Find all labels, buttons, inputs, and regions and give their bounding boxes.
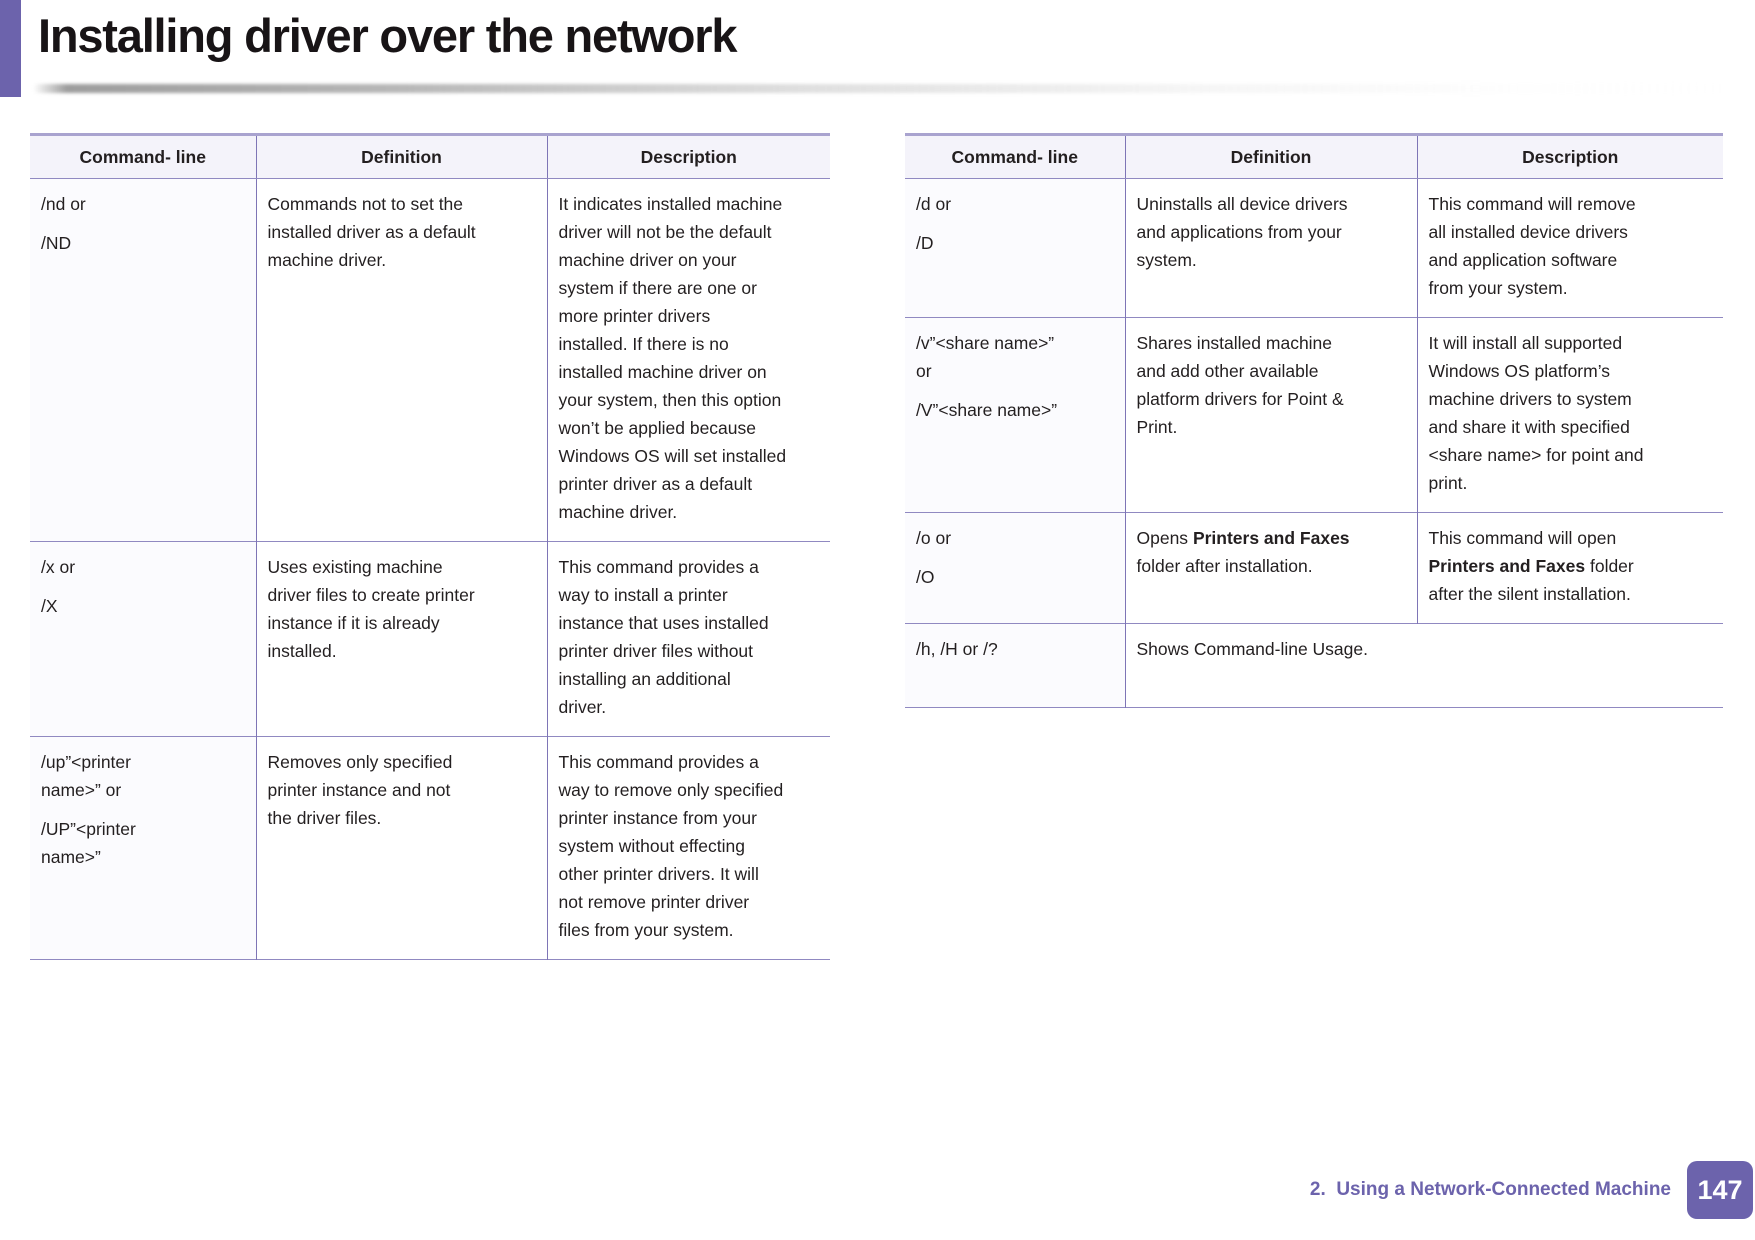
command-cell: /o or/O <box>905 512 1125 624</box>
column-header: Description <box>1416 134 1723 179</box>
definition-cell: Uses existing machine driver files to cr… <box>255 541 547 737</box>
table-row: /up”<printer name>” or/UP”<printer name>… <box>30 736 830 960</box>
table-row: /v”<share name>” or/V”<share name>”Share… <box>905 317 1723 513</box>
footer-section-label: 2. Using a Network-Connected Machine <box>1309 1179 1671 1200</box>
definition-cell: Uninstalls all device drivers and applic… <box>1124 178 1417 318</box>
title-divider-shadow <box>33 84 1725 93</box>
description-cell: It indicates installed machine driver wi… <box>546 178 830 542</box>
command-cell: /d or/D <box>905 178 1125 318</box>
command-cell: /h, /H or /? <box>905 623 1125 708</box>
command-text: /up”<printer name>” or <box>41 752 131 800</box>
description-cell: This command provides a way to install a… <box>546 541 830 737</box>
page-title: Installing driver over the network <box>38 9 738 62</box>
command-text: /d or <box>916 194 952 214</box>
command-cell: /nd or/ND <box>30 178 256 542</box>
command-text: /v”<share name>” or <box>916 333 1055 381</box>
column-header: Command- line <box>905 134 1125 179</box>
description-cell: It will install all supported Windows OS… <box>1416 317 1723 513</box>
definition-cell: Opens Printers and Faxes folder after in… <box>1124 512 1417 624</box>
definition-cell: Removes only specified printer instance … <box>255 736 547 960</box>
column-header: Command- line <box>30 134 256 179</box>
description-cell: This command provides a way to remove on… <box>546 736 830 960</box>
definition-cell: Commands not to set the installed driver… <box>255 178 547 542</box>
table-row: /h, /H or /? Shows Command-line Usage. <box>905 623 1723 708</box>
page-footer: 2. Using a Network-Connected Machine 147 <box>1310 1160 1755 1220</box>
command-text: /x or <box>41 557 76 577</box>
command-text: /D <box>916 233 934 253</box>
command-text: /V”<share name>” <box>916 400 1058 420</box>
command-text: /UP”<printer name>” <box>41 819 136 867</box>
command-text: /ND <box>41 233 72 253</box>
command-text: /X <box>41 596 58 616</box>
column-header: Definition <box>1124 134 1417 179</box>
definition-cell: Shows Command-line Usage. <box>1124 623 1723 708</box>
command-text: /nd or <box>41 194 86 214</box>
page-number-badge: 147 <box>1687 1161 1753 1219</box>
command-text: /o or <box>916 528 952 548</box>
description-cell: This command will open Printers and Faxe… <box>1416 512 1723 624</box>
command-cell: /v”<share name>” or/V”<share name>” <box>905 317 1125 513</box>
command-cell: /up”<printer name>” or/UP”<printer name>… <box>30 736 256 960</box>
column-header: Definition <box>255 134 547 179</box>
command-text: /h, /H or /? <box>916 639 998 659</box>
title-accent-bar <box>0 0 21 97</box>
description-cell: This command will remove all installed d… <box>1416 178 1723 318</box>
command-cell: /x or/X <box>30 541 256 737</box>
definition-cell: Shares installed machine and add other a… <box>1124 317 1417 513</box>
column-header: Description <box>546 134 830 179</box>
command-text: /O <box>916 567 935 587</box>
